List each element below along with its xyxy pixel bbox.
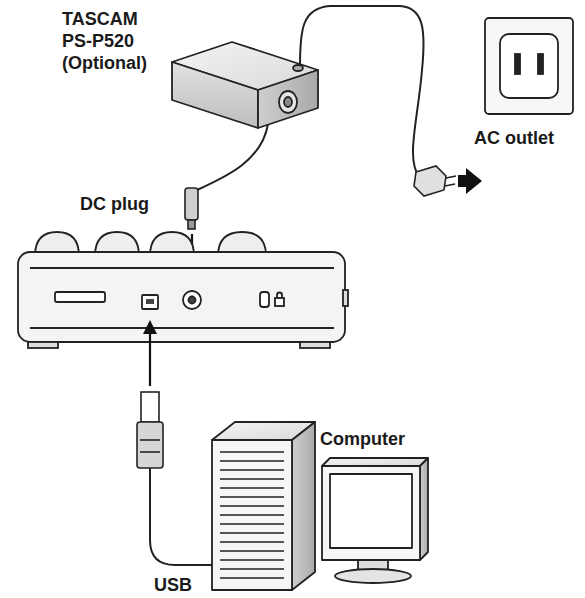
drive-bay-line — [220, 478, 284, 479]
drive-bay-line — [220, 541, 284, 542]
ac-outlet-plate — [485, 18, 573, 114]
dc-cable — [197, 124, 268, 190]
outlet-label: AC outlet — [474, 127, 554, 149]
usb-cable — [150, 467, 214, 565]
dc-plug — [185, 188, 198, 229]
computer-tower — [212, 422, 315, 590]
drive-bay-line — [220, 496, 284, 497]
recorder-unit — [18, 232, 348, 348]
drive-bay-line — [220, 532, 284, 533]
drive-bay-line — [220, 505, 284, 506]
insert-arrow — [143, 320, 157, 386]
port-label: USB — [154, 574, 192, 596]
drive-bay-line — [220, 469, 284, 470]
drive-bay-line — [220, 550, 284, 551]
drive-bay-line — [220, 460, 284, 461]
ac-plug — [414, 166, 456, 196]
computer-monitor — [322, 458, 428, 583]
insert-arrow — [458, 168, 482, 194]
adapter-label: TASCAM PS-P520 (Optional) — [62, 8, 147, 74]
plug-label: DC plug — [80, 193, 149, 215]
drive-bay-line — [220, 514, 284, 515]
drive-bay-line — [220, 559, 284, 560]
computer-label: Computer — [320, 428, 405, 450]
drive-bay-line — [220, 487, 284, 488]
drive-bay-line — [220, 451, 284, 452]
usb-plug — [137, 392, 163, 468]
drive-bay-line — [220, 523, 284, 524]
drive-bay-line — [220, 577, 284, 578]
ac-adapter — [172, 42, 318, 128]
drive-bay-line — [220, 568, 284, 569]
